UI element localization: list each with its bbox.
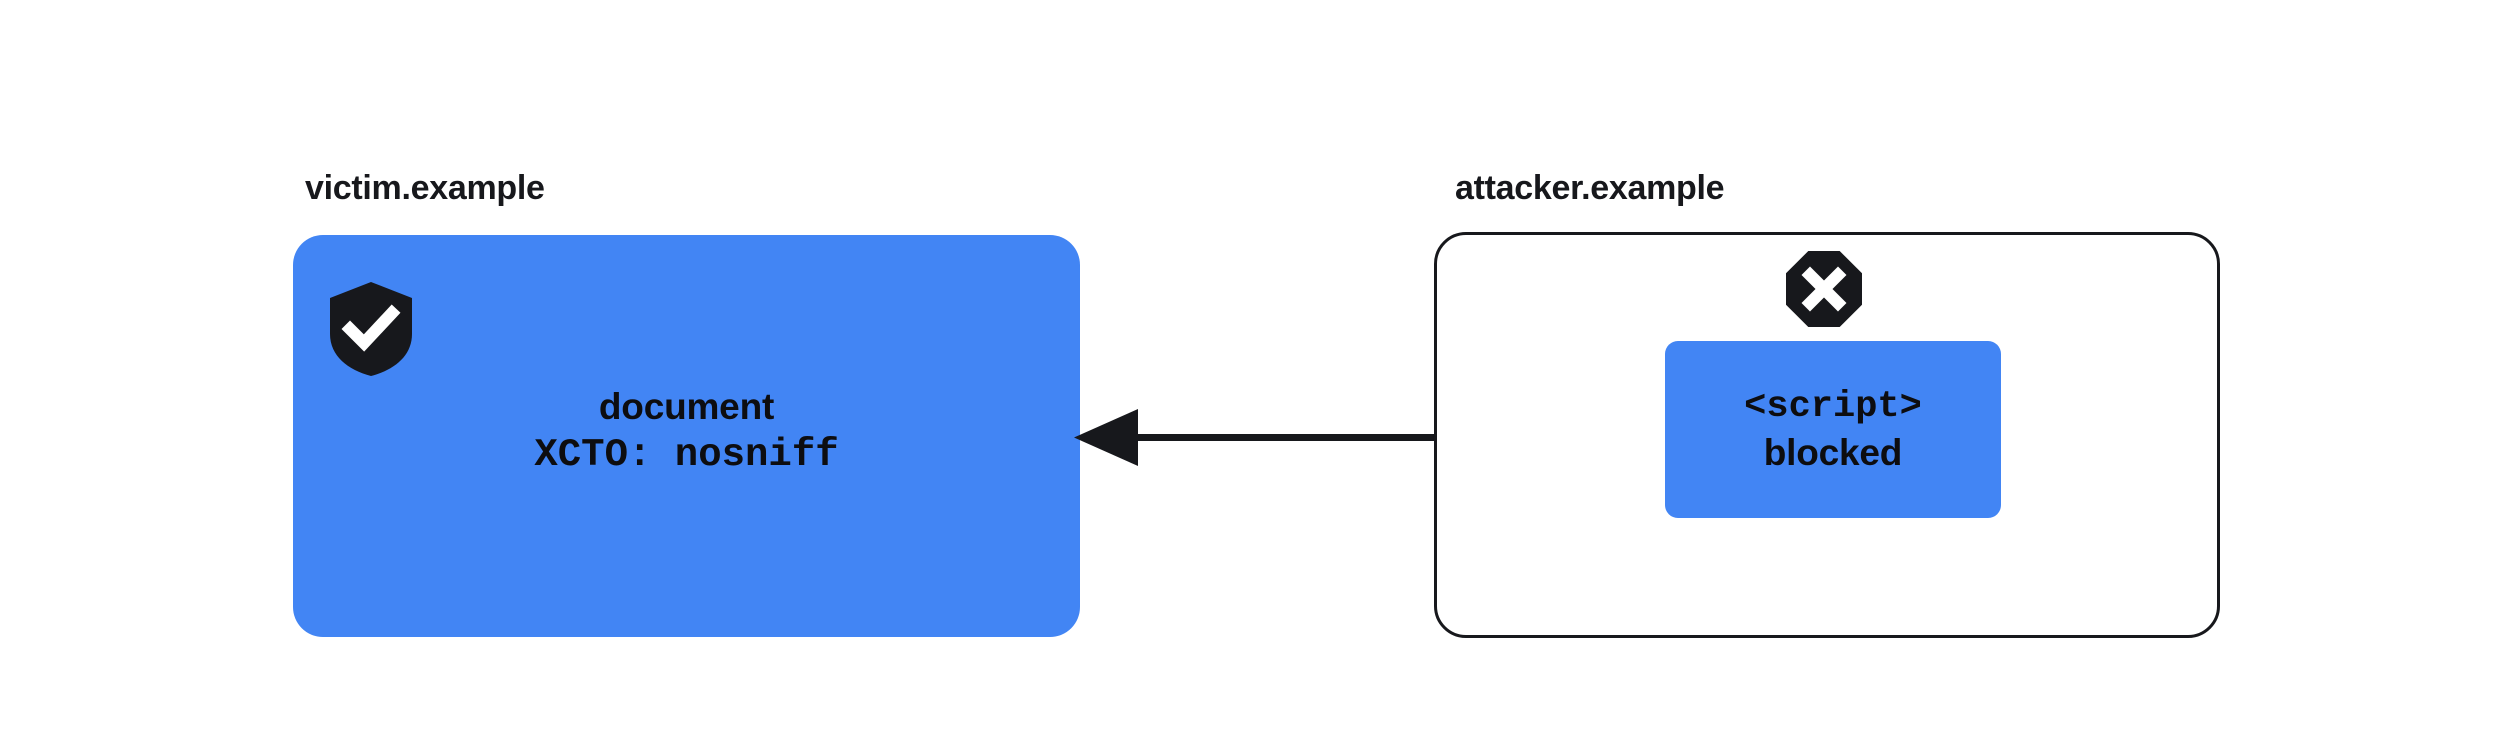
victim-document-line: document [598,386,775,427]
victim-origin-label: victim.example [305,169,545,207]
blocked-script-box: <script> blocked [1665,341,2001,518]
victim-document-box [293,235,1080,637]
shield-check-icon [330,282,412,376]
victim-header-line: XCTO: nosniff [534,433,839,477]
octagon-x-icon [1786,251,1862,327]
script-tag-line: <script> [1744,385,1922,428]
script-status-line: blocked [1763,431,1903,473]
victim-text-block: document XCTO: nosniff [293,383,1080,479]
blocked-request-arrow [1060,398,1680,478]
attacker-origin-label: attacker.example [1455,169,1725,207]
